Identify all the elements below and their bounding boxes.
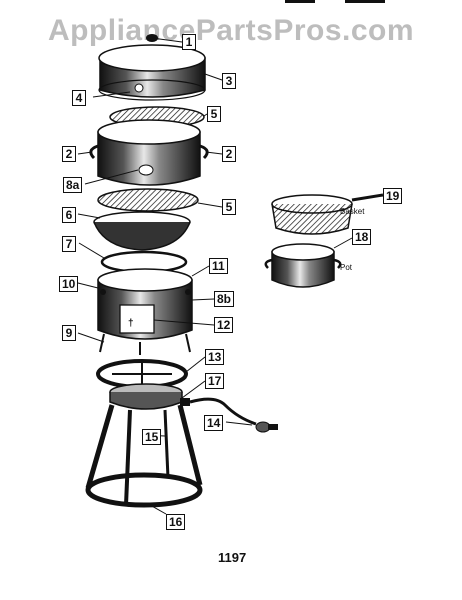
callout-1: 1	[182, 34, 196, 50]
lower-body: †	[77, 265, 215, 340]
basket	[271, 193, 384, 235]
top-lid	[92, 44, 223, 101]
rack-lower	[97, 188, 223, 212]
callout-11: 11	[209, 258, 228, 274]
basket-caption: Basket	[340, 207, 365, 216]
callout-12: 12	[214, 317, 234, 333]
page-number: 1197	[218, 550, 247, 565]
callout-2-left: 2	[62, 146, 76, 162]
callout-17: 17	[205, 373, 225, 389]
pot	[264, 237, 353, 288]
body-legs	[77, 332, 191, 355]
callout-8a: 8a	[63, 177, 83, 193]
callout-18: 18	[352, 229, 372, 245]
callout-13: 13	[205, 349, 225, 365]
callout-9: 9	[62, 325, 76, 341]
callout-19: 19	[383, 188, 403, 204]
callout-14: 14	[204, 415, 224, 431]
callout-4: 4	[72, 90, 86, 106]
water-pan	[77, 211, 191, 251]
callout-2-right: 2	[222, 146, 236, 162]
burner	[109, 380, 206, 410]
svg-text:†: †	[128, 318, 134, 329]
callout-3: 3	[222, 73, 236, 89]
upper-body	[77, 119, 223, 186]
callout-5-upper: 5	[207, 106, 221, 122]
stand	[85, 404, 203, 506]
lid-knob	[146, 34, 183, 43]
callout-15: 15	[142, 429, 162, 445]
base-ring	[85, 472, 203, 515]
watermark: AppliancePartsPros.com	[47, 14, 415, 47]
pot-caption: Pot	[340, 263, 353, 272]
callout-16: 16	[166, 514, 186, 530]
regulator-hose	[180, 397, 278, 433]
callout-8b: 8b	[214, 291, 235, 307]
callout-10: 10	[59, 276, 79, 292]
callout-7: 7	[62, 236, 76, 252]
callout-6: 6	[62, 207, 76, 223]
callout-5-lower: 5	[222, 199, 236, 215]
header-strip	[285, 0, 385, 3]
